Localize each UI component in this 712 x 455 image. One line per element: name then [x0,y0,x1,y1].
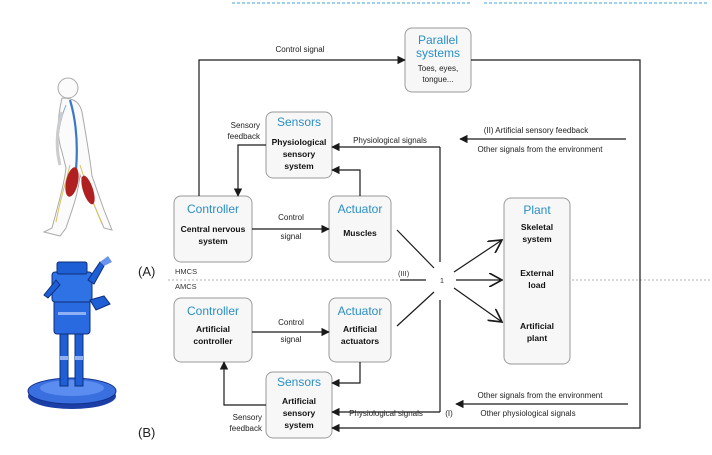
plant-item3-line1: Artificial [520,321,554,331]
marker-i-label: (I) [445,409,453,418]
actuator-a-box: Actuator Muscles [328,195,392,263]
controller-a-box: Controller Central nervous system [173,195,253,263]
actuator-b-output-wire [396,291,435,327]
controller-b-box: Controller Artificial controller [173,297,253,363]
controller-b-line2: controller [193,336,233,346]
sensors-b-title: Sensors [277,375,321,389]
plant-item3-line2: plant [527,333,547,343]
parallel-systems-return-arrow [331,59,641,433]
exoskeleton-robot-icon [27,256,117,409]
control-signal-a-label-2: signal [281,232,302,241]
actuator-a-output-wire [396,229,435,269]
control-signal-b-label-2: signal [281,335,302,344]
controller-b-title: Controller [187,304,239,318]
actuator-b-to-sensors-arrow [331,362,361,388]
marker-iii-label: (III) [398,269,410,278]
amcs-label: AMCS [175,282,197,291]
plant-title: Plant [523,203,551,217]
artificial-sensory-feedback-label: (II) Artificial sensory feedback [484,126,589,135]
actuator-b-line1: Artificial [343,324,377,334]
sensors-a-title: Sensors [277,115,321,129]
sensory-feedback-b-arrow [219,361,266,406]
actuator-a-title: Actuator [338,202,383,216]
junction-to-artificial-plant-arrow [453,287,502,322]
sensory-feedback-a-arrow [233,144,266,197]
hmcs-label: HMCS [175,267,197,276]
sensors-b-line2: sensory [283,408,316,418]
parallel-systems-body-1: Toes, eyes, [418,64,458,73]
parallel-systems-title-1: Parallel [418,33,458,47]
sensors-a-line1: Physiological [272,137,327,147]
sensors-a-line2: sensory [283,149,316,159]
plant-box: Plant Skeletal system External load Arti… [503,197,571,365]
controller-b-line1: Artificial [196,324,230,334]
physiological-signals-b-label: Physiological signals [349,409,423,418]
control-signal-top-arrow [198,55,406,196]
other-env-a-label: Other signals from the environment [478,145,604,154]
control-signal-top-label: Control signal [276,45,325,54]
physiological-signals-a-label: Physiological signals [353,136,427,145]
other-physiological-label: Other physiological signals [480,409,575,418]
actuator-a-to-sensors-arrow [331,165,361,196]
control-signal-b-label-1: Control [278,318,304,327]
actuator-b-box: Actuator Artificial actuators [328,297,392,363]
other-env-b-label: Other signals from the environment [478,391,604,400]
sensory-feedback-a-label-2: feedback [228,132,261,141]
sensory-feedback-b-label-1: Sensory [233,413,262,422]
junction-node [430,268,454,292]
sensory-feedback-b-label-2: feedback [230,424,263,433]
section-label-a: (A) [138,264,155,279]
sensors-b-line3: system [284,420,314,430]
controller-a-line1: Central nervous [181,224,246,234]
controller-a-title: Controller [187,202,239,216]
junction-marker-label: 1 [440,276,444,285]
controller-a-line2: system [198,236,228,246]
sensors-a-line3: system [284,161,314,171]
junction-to-skeletal-arrow [453,240,502,273]
sensors-b-box: Sensors Artificial sensory system [265,371,333,439]
section-label-b: (B) [138,425,155,440]
control-signal-a-label-1: Control [278,213,304,222]
plant-item1-line2: system [522,234,552,244]
sensors-a-box: Sensors Physiological sensory system [265,111,333,179]
parallel-systems-box: Parallel systems Toes, eyes, tongue... [404,27,472,93]
parallel-systems-body-2: tongue... [422,75,453,84]
sensors-b-line1: Artificial [282,396,316,406]
plant-item1-line1: Skeletal [521,222,553,232]
sensory-feedback-a-label-1: Sensory [231,121,260,130]
plant-item2-line1: External [520,268,554,278]
human-figure-icon [42,77,113,237]
actuator-a-line1: Muscles [343,228,377,238]
actuator-b-line2: actuators [341,336,380,346]
parallel-systems-title-2: systems [416,46,460,60]
actuator-b-title: Actuator [338,304,383,318]
plant-item2-line2: load [528,280,545,290]
